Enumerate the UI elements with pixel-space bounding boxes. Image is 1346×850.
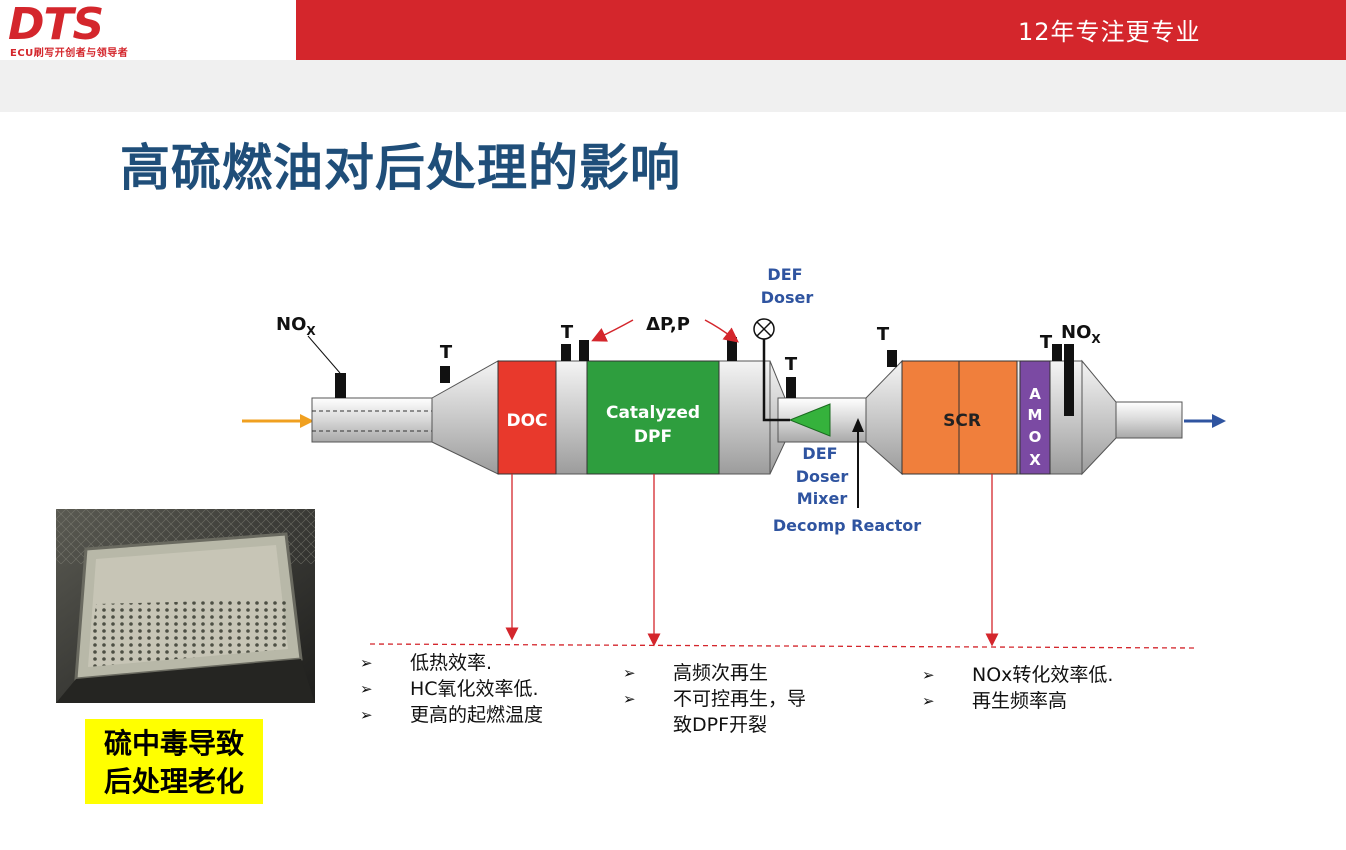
dpf-block <box>586 360 720 475</box>
arrow-bullet-icon: ➢ <box>623 664 636 682</box>
amox-m: M <box>1028 406 1043 424</box>
caption-line-1: 硫中毒导致 <box>103 727 244 760</box>
arrow-bullet-icon: ➢ <box>922 692 935 710</box>
def-mixer-label-1: DEF <box>802 444 837 463</box>
logo: DTS <box>8 0 104 50</box>
list-item: ➢高频次再生 <box>623 662 769 684</box>
logo-subtitle: ECU刷写开创者与领导者 <box>10 48 129 59</box>
dp-label: ΔP,P <box>646 314 690 335</box>
def-mixer-label-2: Doser <box>796 467 849 486</box>
arrow-bullet-icon: ➢ <box>360 654 373 672</box>
t-sensor-4 <box>887 350 897 367</box>
mixer-triangle <box>788 403 831 437</box>
scr-effects: ➢NOx转化效率低. ➢再生频率高 <box>922 662 1113 714</box>
logo-area: DTS ECU刷写开创者与领导者 <box>0 0 296 60</box>
slogan: 12年专注更专业 <box>1018 18 1201 46</box>
t-label-4: T <box>877 324 890 345</box>
list-item: ➢HC氧化效率低. <box>360 678 539 700</box>
nox-outlet-sensor <box>1064 344 1074 416</box>
t-label-1: T <box>440 342 453 363</box>
outlet-cone <box>1081 359 1117 476</box>
arrow-bullet-icon: ➢ <box>360 706 373 724</box>
dpf-label-1: Catalyzed <box>606 403 700 423</box>
amox-x: X <box>1029 451 1041 469</box>
t-sensor-1 <box>440 366 450 383</box>
list-item: ➢不可控再生，导 <box>623 688 807 710</box>
amox-a: A <box>1029 385 1041 403</box>
scr-label: SCR <box>943 411 981 431</box>
caption-line-2: 后处理老化 <box>103 765 244 798</box>
list-item: 致DPF开裂 <box>673 714 768 736</box>
scr-inlet-cone <box>865 359 903 476</box>
dpf-label-2: DPF <box>634 427 672 447</box>
dp-sensor-rear <box>727 337 737 361</box>
list-item: ➢NOx转化效率低. <box>922 664 1114 686</box>
def-doser-label-1: DEF <box>767 265 802 284</box>
nox-inlet-sensor <box>335 373 346 398</box>
aged-catalyst-photo <box>56 509 315 703</box>
def-mixer-label-3: Mixer <box>797 489 848 508</box>
t-sensor-3 <box>786 377 796 398</box>
t-label-3: T <box>785 354 798 375</box>
arrow-bullet-icon: ➢ <box>360 680 373 698</box>
outlet-pipe <box>1115 401 1183 439</box>
arrow-bullet-icon: ➢ <box>922 666 935 684</box>
dp-sensor-front <box>579 340 589 361</box>
t-label-5: T <box>1040 332 1053 353</box>
def-dose-line <box>762 339 790 422</box>
page-title: 高硫燃油对后处理的影响 <box>120 139 681 197</box>
header-red-bar <box>296 0 1346 60</box>
caption-box: 硫中毒导致 后处理老化 <box>85 719 263 804</box>
t-label-2: T <box>561 322 574 343</box>
dpf-effects: ➢高频次再生 ➢不可控再生，导 致DPF开裂 <box>623 660 806 738</box>
doc-block <box>497 360 557 475</box>
list-item: ➢再生频率高 <box>922 690 1068 712</box>
nox-inlet-label: NOX <box>276 314 316 338</box>
doc-effects: ➢低热效率. ➢HC氧化效率低. ➢更高的起燃温度 <box>360 650 543 728</box>
t-sensor-5 <box>1052 344 1062 361</box>
nox-outlet-label: NOX <box>1061 322 1101 346</box>
doc-label: DOC <box>506 411 547 431</box>
inlet-pipe <box>311 397 433 443</box>
def-doser-label-2: Doser <box>761 288 814 307</box>
arrow-bullet-icon: ➢ <box>623 690 636 708</box>
list-item: ➢低热效率. <box>360 652 493 674</box>
list-item: ➢更高的起燃温度 <box>360 704 544 726</box>
t-sensor-2 <box>561 344 571 361</box>
amox-o: O <box>1029 428 1042 446</box>
dashed-divider <box>369 643 1195 649</box>
amox-block <box>1019 360 1051 475</box>
decomp-reactor-label: Decomp Reactor <box>773 516 921 535</box>
